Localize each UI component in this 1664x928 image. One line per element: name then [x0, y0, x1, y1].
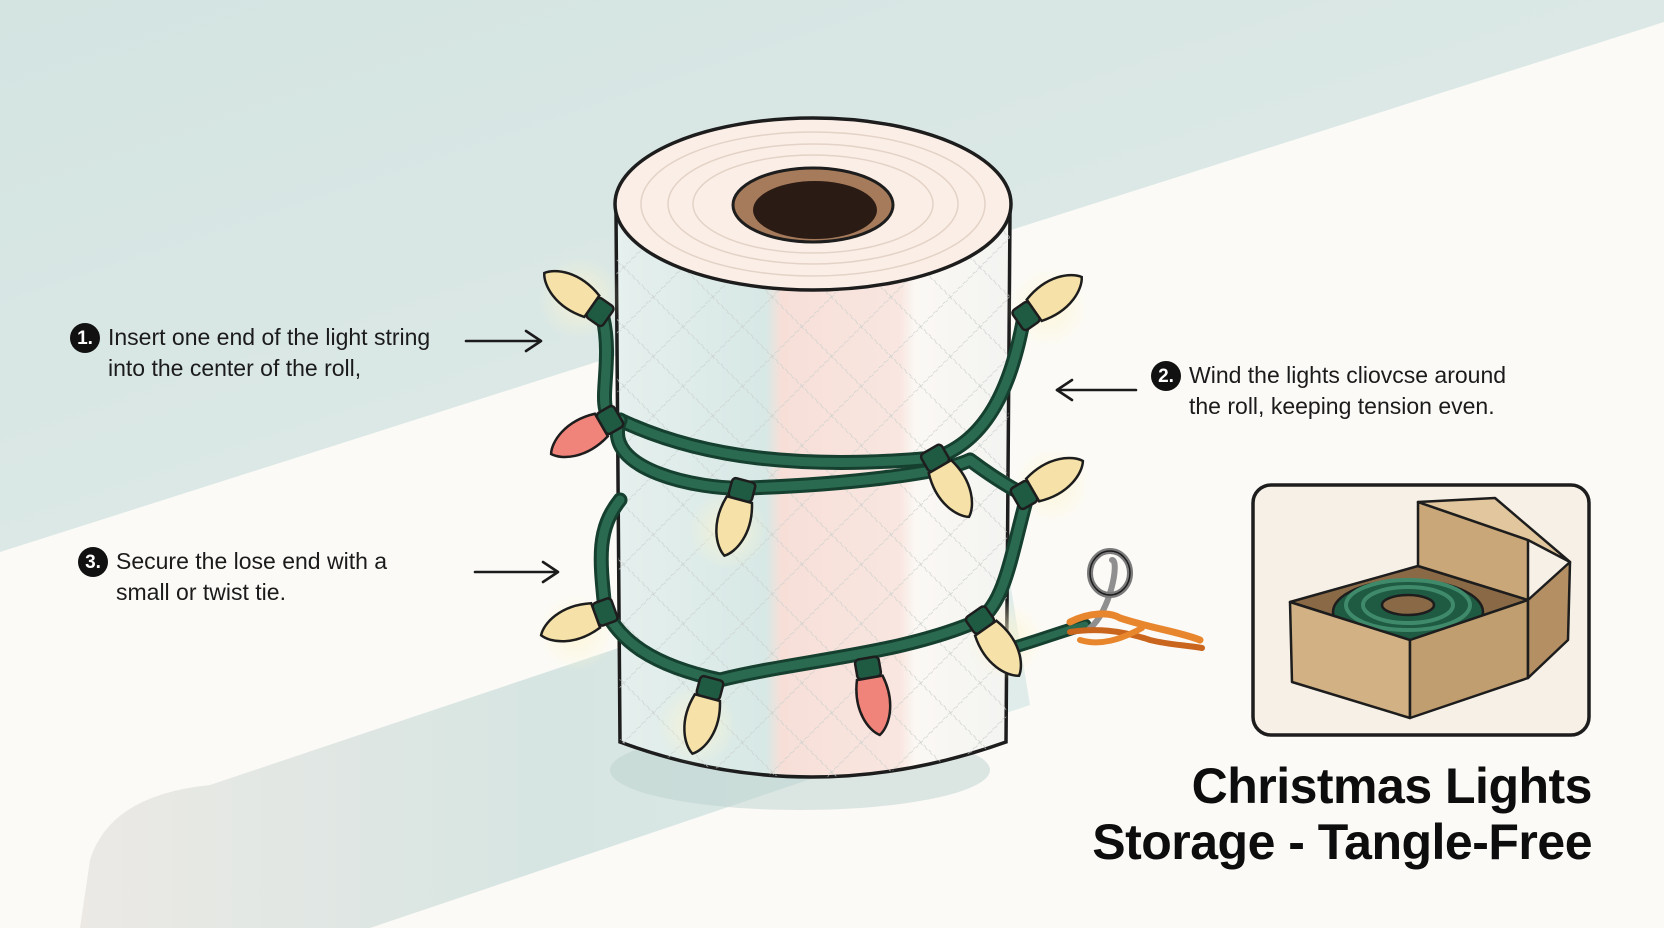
- step-line: small or twist tie.: [116, 579, 286, 605]
- page-title: Christmas Lights Storage - Tangle-Free: [1092, 758, 1592, 870]
- arrow-left-icon: [1055, 378, 1138, 402]
- bulb-icon: [919, 443, 974, 519]
- arrow-right-icon: [464, 329, 543, 353]
- step-number-badge: 3.: [78, 547, 108, 577]
- step-number-badge: 1.: [70, 323, 100, 353]
- arrow-right-icon: [473, 560, 560, 584]
- step-1-callout: 1. Insert one end of the light string in…: [70, 322, 430, 384]
- step-number-badge: 2.: [1151, 361, 1181, 391]
- step-line: Secure the lose end with a: [116, 548, 388, 574]
- step-3-callout: 3. Secure the lose end with a small or t…: [78, 546, 387, 608]
- bulb-icon: [683, 674, 725, 756]
- step-line: Insert one end of the light string: [108, 324, 431, 350]
- step-text: Secure the lose end with a small or twis…: [116, 546, 387, 608]
- arrows: [464, 329, 1138, 584]
- bulb-icon: [853, 655, 892, 737]
- bulb-icon: [715, 476, 757, 558]
- step-line: Wind the lights cliovcse around: [1189, 362, 1507, 388]
- bulb-icon: [549, 404, 625, 459]
- step-line: the roll, keeping tension even.: [1189, 393, 1495, 419]
- step-text: Wind the lights cliovcse around the roll…: [1189, 360, 1506, 422]
- twist-tie-icon: [1066, 548, 1205, 651]
- bulb-icon: [1009, 456, 1085, 511]
- title-line-2: Storage - Tangle-Free: [1092, 814, 1592, 870]
- bulb-icon: [543, 269, 615, 328]
- storage-box-panel: [1251, 483, 1591, 737]
- light-bulbs: [539, 269, 1085, 756]
- storage-box-icon: [1288, 496, 1572, 720]
- step-line: into the center of the roll,: [108, 355, 362, 381]
- step-2-callout: 2. Wind the lights cliovcse around the r…: [1151, 360, 1506, 422]
- step-text: Insert one end of the light string into …: [108, 322, 430, 384]
- bulb-icon: [964, 605, 1023, 677]
- title-line-1: Christmas Lights: [1191, 758, 1593, 814]
- bulb-icon: [1011, 273, 1083, 332]
- bulb-icon: [539, 597, 619, 643]
